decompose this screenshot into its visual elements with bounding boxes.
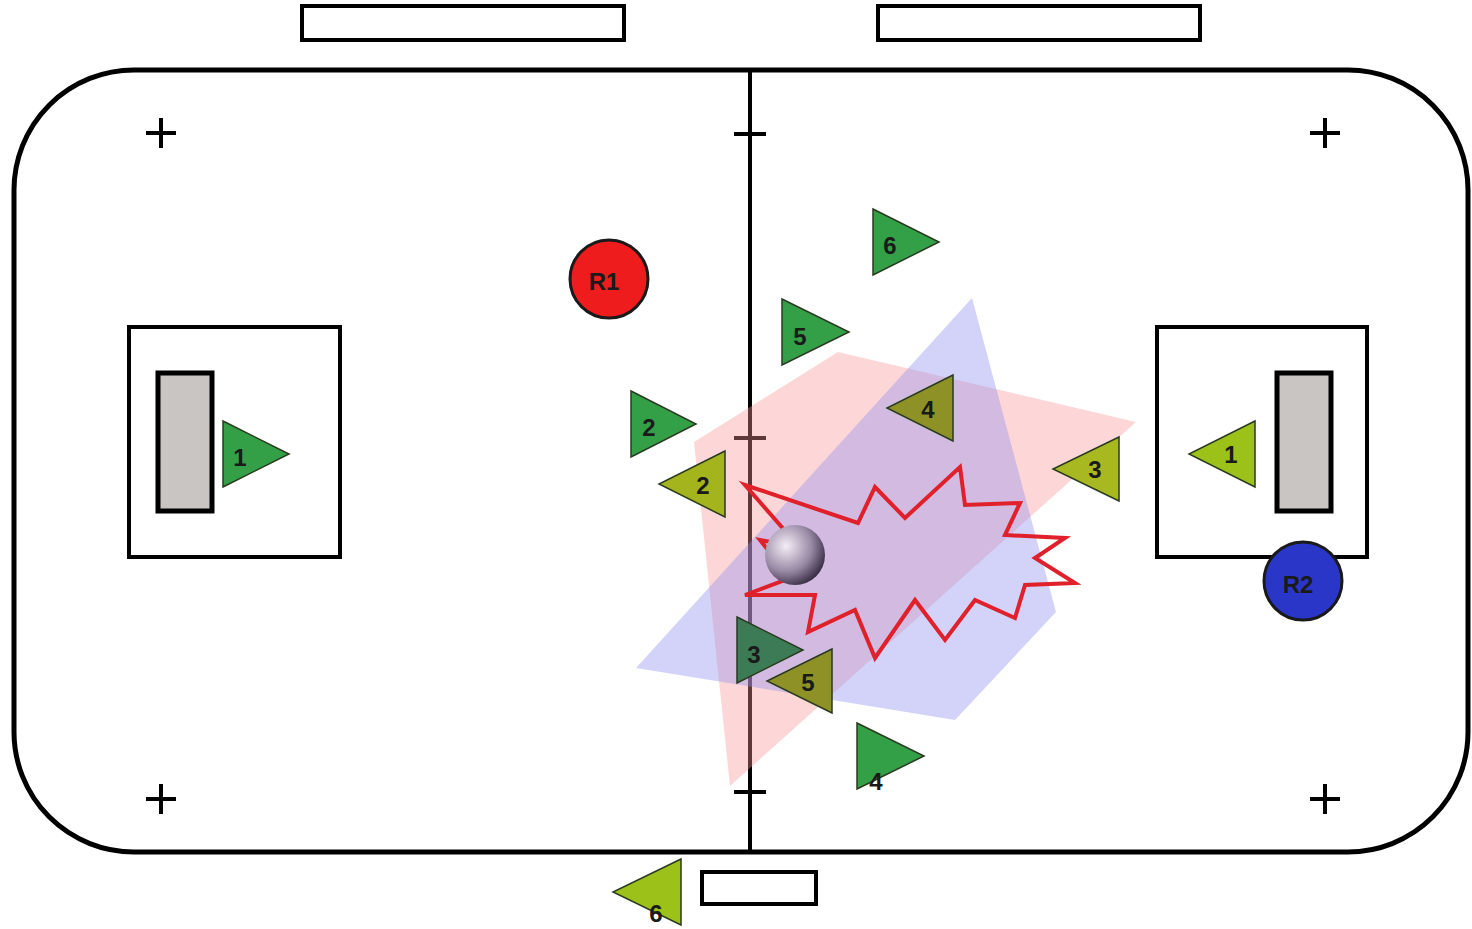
player-triangle: 1 bbox=[222, 420, 290, 488]
player-number: 2 bbox=[642, 416, 655, 440]
node-outline bbox=[659, 451, 725, 517]
player-triangle: 4 bbox=[886, 374, 954, 442]
player-number: 3 bbox=[1088, 458, 1101, 482]
node-outline bbox=[631, 391, 696, 457]
node-shape bbox=[1188, 420, 1256, 488]
node-shape bbox=[856, 722, 925, 790]
node-shape bbox=[781, 298, 850, 366]
player-number: 1 bbox=[1224, 443, 1237, 467]
node-outline bbox=[767, 649, 832, 713]
node-shape bbox=[1052, 436, 1120, 502]
bench bbox=[302, 6, 624, 40]
player-number: 3 bbox=[747, 643, 760, 667]
node-outline bbox=[1189, 421, 1255, 487]
node-outline bbox=[857, 723, 924, 789]
referee-label: R1 bbox=[589, 270, 620, 294]
referee-circle: R1 bbox=[568, 238, 650, 320]
referee-label: R2 bbox=[1283, 573, 1314, 597]
goal bbox=[158, 373, 212, 511]
node-shape bbox=[658, 450, 726, 518]
bench bbox=[878, 6, 1200, 40]
zone-blue bbox=[636, 298, 1056, 720]
action-burst bbox=[745, 467, 1075, 658]
player-triangle: 5 bbox=[781, 298, 850, 366]
node-shape bbox=[630, 390, 697, 458]
player-triangle: 6 bbox=[612, 858, 682, 926]
node-outline bbox=[223, 421, 289, 487]
player-number: 5 bbox=[801, 671, 814, 695]
player-triangle: 4 bbox=[856, 722, 925, 790]
player-triangle: 1 bbox=[1188, 420, 1256, 488]
goal bbox=[1277, 373, 1331, 511]
player-number: 4 bbox=[869, 770, 882, 794]
node-shape bbox=[872, 208, 940, 276]
ball bbox=[765, 525, 825, 585]
player-number: 6 bbox=[649, 902, 662, 926]
goal-crease bbox=[1157, 327, 1367, 557]
node-shape bbox=[612, 858, 682, 926]
player-triangle: 6 bbox=[872, 208, 940, 276]
node-shape bbox=[766, 648, 833, 714]
player-number: 5 bbox=[793, 325, 806, 349]
player-triangle: 2 bbox=[658, 450, 726, 518]
player-triangle: 2 bbox=[630, 390, 697, 458]
node-outline bbox=[570, 240, 648, 318]
rink-boards bbox=[14, 70, 1468, 852]
scorer-table bbox=[702, 872, 816, 904]
node-shape bbox=[886, 374, 954, 442]
node-shape bbox=[222, 420, 290, 488]
player-number: 2 bbox=[696, 474, 709, 498]
goal-crease bbox=[129, 327, 340, 557]
node-outline bbox=[1264, 542, 1342, 620]
player-number: 1 bbox=[233, 446, 246, 470]
node-outline bbox=[782, 299, 849, 365]
node-outline bbox=[873, 209, 939, 275]
player-triangle: 3 bbox=[1052, 436, 1120, 502]
node-outline bbox=[1053, 437, 1119, 501]
referee-circle: R2 bbox=[1262, 540, 1344, 622]
player-number: 4 bbox=[921, 398, 934, 422]
player-number: 6 bbox=[883, 234, 896, 258]
node-outline bbox=[613, 859, 681, 925]
player-triangle: 5 bbox=[766, 648, 833, 714]
node-outline bbox=[887, 375, 953, 441]
